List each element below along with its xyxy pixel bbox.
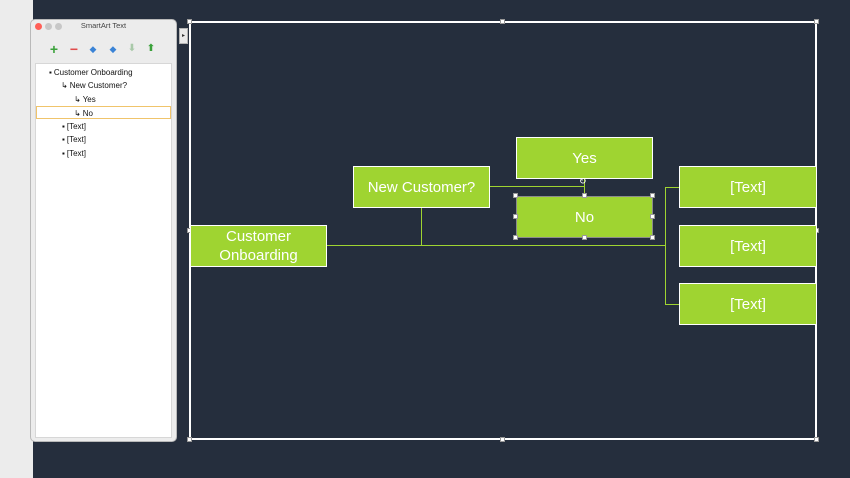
node-label: [Text]: [730, 295, 766, 313]
node-label: New Customer?: [367, 178, 476, 196]
node-handle-left[interactable]: [513, 214, 518, 219]
pane-titlebar[interactable]: SmartArt Text: [31, 20, 176, 33]
resize-handle-bottom-left[interactable]: [187, 437, 192, 442]
sub-arrow-icon: ↳: [74, 109, 81, 118]
node-handle-bottom-left[interactable]: [513, 235, 518, 240]
connector-right-1: [665, 187, 680, 188]
resize-handle-bottom[interactable]: [500, 437, 505, 442]
list-item-selected[interactable]: ↳No: [36, 106, 171, 119]
move-down-arrow-icon[interactable]: ⬇: [127, 43, 137, 54]
remove-bullet-icon[interactable]: −: [69, 41, 79, 57]
move-up-arrow-icon[interactable]: ⬆: [146, 43, 156, 54]
add-bullet-icon[interactable]: +: [49, 41, 59, 57]
list-item-label: No: [82, 109, 93, 118]
app-left-gutter: [0, 0, 33, 478]
bullet-list[interactable]: ▪Customer Onboarding ↳New Customer? ↳Yes…: [35, 63, 172, 438]
node-handle-bottom[interactable]: [582, 235, 587, 240]
sub-arrow-icon: ↳: [61, 81, 68, 90]
list-item[interactable]: ▪[Text]: [36, 147, 171, 160]
bullet-square-icon: ▪: [62, 135, 65, 144]
smartart-text-pane[interactable]: SmartArt Text + − ◆ ◆ ⬇ ⬆ ▪Customer Onbo…: [30, 19, 177, 442]
node-customer-onboarding[interactable]: Customer Onboarding: [190, 225, 327, 267]
node-text-2[interactable]: [Text]: [679, 225, 817, 267]
connector-yes-no: [584, 179, 585, 196]
node-text-3[interactable]: [Text]: [679, 283, 817, 325]
text-pane-toggle-button[interactable]: ▸: [179, 28, 188, 44]
promote-left-arrow-icon[interactable]: ◆: [89, 44, 97, 54]
resize-handle-top[interactable]: [500, 19, 505, 24]
list-item-label: [Text]: [66, 149, 86, 158]
sub-arrow-icon: ↳: [74, 95, 81, 104]
connector-right-vertical: [665, 187, 666, 304]
close-window-button[interactable]: [35, 23, 42, 30]
list-item-label: [Text]: [66, 122, 86, 131]
list-item-label: Customer Onboarding: [53, 68, 133, 77]
bullet-square-icon: ▪: [62, 122, 65, 131]
node-label: [Text]: [730, 178, 766, 196]
zoom-window-button[interactable]: [55, 23, 62, 30]
node-text-1[interactable]: [Text]: [679, 166, 817, 208]
connector-question-to-yes: [490, 186, 585, 187]
rotate-handle-icon[interactable]: ↻: [579, 176, 587, 186]
node-new-customer[interactable]: New Customer?: [353, 166, 490, 208]
minimize-window-button[interactable]: [45, 23, 52, 30]
connector-right-3: [665, 304, 680, 305]
node-yes[interactable]: Yes: [516, 137, 653, 179]
node-handle-top-left[interactable]: [513, 193, 518, 198]
demote-right-arrow-icon[interactable]: ◆: [109, 44, 117, 54]
node-handle-right[interactable]: [650, 214, 655, 219]
list-item-label: Yes: [82, 95, 96, 104]
bullet-square-icon: ▪: [49, 68, 52, 77]
node-handle-top-right[interactable]: [650, 193, 655, 198]
pane-title: SmartArt Text: [80, 21, 127, 30]
list-item[interactable]: ▪[Text]: [36, 120, 171, 133]
list-item[interactable]: ↳Yes: [36, 93, 171, 106]
list-item[interactable]: ▪Customer Onboarding: [36, 66, 171, 79]
resize-handle-top-right[interactable]: [814, 19, 819, 24]
node-label: Yes: [572, 149, 597, 167]
node-label: [Text]: [730, 237, 766, 255]
list-item-label: New Customer?: [69, 81, 128, 90]
connector-root-to-right: [327, 245, 665, 246]
node-label: No: [574, 208, 595, 226]
connector-question-down: [421, 208, 422, 246]
node-no-selected[interactable]: No: [516, 196, 653, 238]
node-handle-top[interactable]: [582, 193, 587, 198]
node-handle-bottom-right[interactable]: [650, 235, 655, 240]
list-item[interactable]: ▪[Text]: [36, 133, 171, 146]
resize-handle-bottom-right[interactable]: [814, 437, 819, 442]
list-item-label: [Text]: [66, 135, 86, 144]
node-label: Customer Onboarding: [219, 228, 298, 264]
bullet-square-icon: ▪: [62, 149, 65, 158]
resize-handle-top-left[interactable]: [187, 19, 192, 24]
pane-toolbar: + − ◆ ◆ ⬇ ⬆: [31, 42, 176, 58]
list-item[interactable]: ↳New Customer?: [36, 79, 171, 92]
